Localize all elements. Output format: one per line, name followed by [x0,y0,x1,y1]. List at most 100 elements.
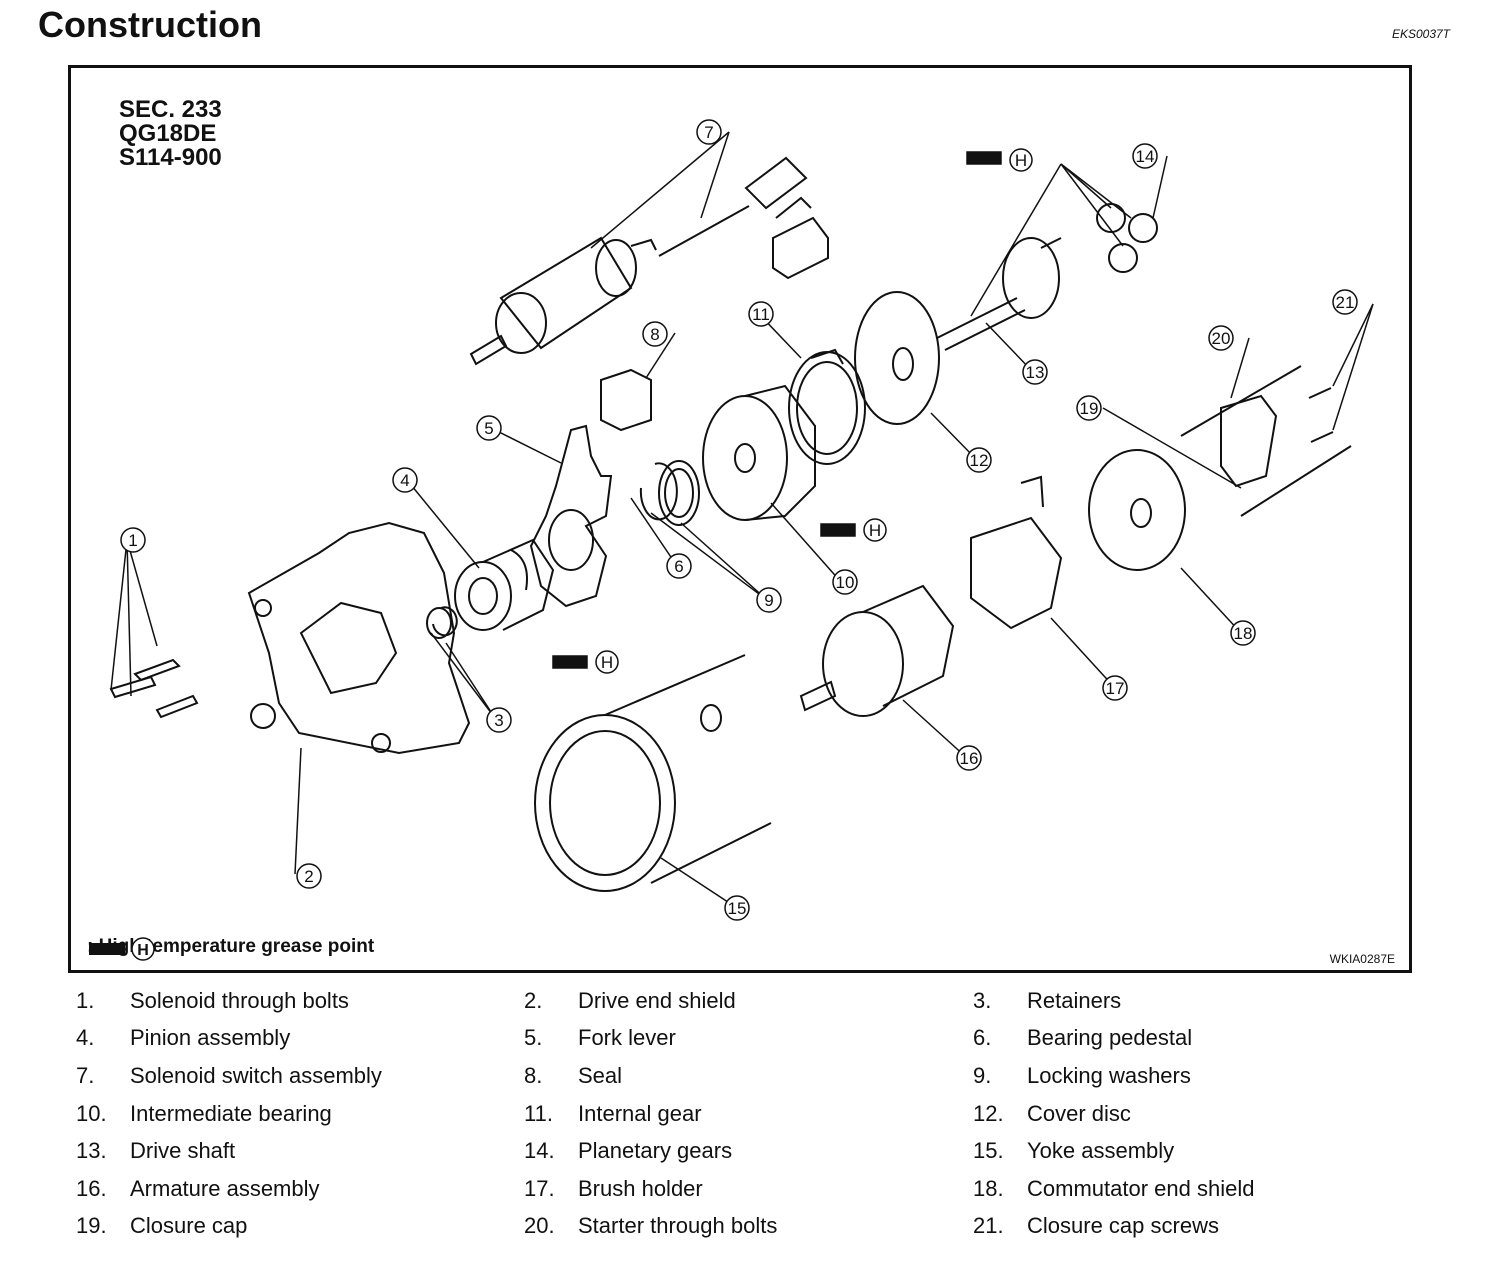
part-number: 5. [524,1025,543,1051]
part-name: Pinion assembly [130,1025,291,1051]
part-name: Internal gear [578,1100,702,1126]
brush-holder-drawing [970,475,1063,630]
callout-10: 10 [832,569,858,595]
svg-text:10: 10 [836,573,855,592]
part-number: 7. [76,1062,95,1088]
svg-text:H: H [137,942,149,959]
svg-text:9: 9 [764,591,773,610]
part-name: Solenoid switch assembly [130,1062,382,1088]
svg-text:H: H [601,653,613,672]
svg-text:11: 11 [752,305,770,324]
figure-code: WKIA0287E [1329,952,1395,966]
part-name: Closure cap screws [1027,1213,1219,1239]
part-name: Starter through bolts [578,1213,778,1239]
callout-7: 7 [696,119,722,145]
svg-text:19: 19 [1080,399,1099,418]
part-name: Fork lever [578,1025,676,1051]
part-item: 21. Closure cap screws [973,1208,1423,1246]
internal-gear-drawing [788,348,866,465]
svg-text:12: 12 [970,451,989,470]
svg-text:14: 14 [1136,147,1155,166]
engine-line: QG18DE [119,120,217,147]
callout-16: 16 [956,745,982,771]
grease-symbol-drive-shaft: H [966,148,1033,172]
leader-lines [110,131,1374,909]
part-number: 20. [524,1213,555,1239]
part-name: Planetary gears [578,1138,733,1164]
callout-8: 8 [642,321,668,347]
parts-list: 1.Solenoid through bolts 2.Drive end shi… [76,982,1476,1245]
part-number: 14. [524,1138,555,1164]
grease-point-symbols: H H H [552,148,1033,674]
part-item: 7. Solenoid switch assembly [76,1057,524,1095]
part-number: 15. [973,1138,1004,1164]
callout-11: 11 [748,301,774,327]
svg-text:16: 16 [960,749,979,768]
cover-disc-drawing [854,291,940,425]
document-code: EKS0037T [1391,27,1450,41]
closure-cap-screws-drawing [1308,387,1334,443]
svg-text:8: 8 [650,325,659,344]
callout-17: 17 [1102,675,1128,701]
part-item: 11. Internal gear [524,1095,973,1133]
armature-assembly-drawing [799,584,955,717]
closure-cap-drawing [1220,394,1278,488]
part-name: Seal [578,1062,623,1088]
part-name: Locking washers [1027,1062,1191,1088]
seal-drawing [600,368,652,432]
part-item: 8.Seal [524,1057,973,1095]
part-name: Drive shaft [130,1138,236,1164]
part-number: 16. [76,1175,107,1201]
grease-symbol-pinion: H [552,650,619,674]
starter-motor-exploded-diagram: H H H 1 2 3 4 5 6 7 8 9 10 11 [109,119,1374,921]
part-name: Solenoid through bolts [130,987,349,1013]
svg-text:6: 6 [674,557,683,576]
starter-through-bolts-drawing [1180,365,1352,517]
part-number: 10. [76,1100,107,1126]
part-item: 19.Closure cap [76,1208,524,1246]
callout-15: 15 [724,895,750,921]
svg-text:2: 2 [304,867,313,886]
svg-text:H: H [1015,151,1027,170]
part-number: 13. [76,1138,107,1164]
callout-4: 4 [392,467,418,493]
part-name: Intermediate bearing [130,1100,332,1126]
part-item: 13. Drive shaft [76,1132,524,1170]
section-reference: SEC. 233 QG18DE S114-900 [119,98,222,170]
svg-text:7: 7 [704,123,713,142]
section-line: SEC. 233 [119,96,222,123]
part-name: Bearing pedestal [1027,1025,1193,1051]
part-item: 18.Commutator end shield [973,1170,1423,1208]
callouts: 1 2 3 4 5 6 7 8 9 10 11 12 13 14 15 16 1… [120,119,1358,921]
part-item: 12.Cover disc [973,1095,1423,1133]
part-item: 2.Drive end shield [524,982,973,1020]
part-item: 6. Bearing pedestal [973,1020,1423,1058]
callout-20: 20 [1208,325,1234,351]
pinion-assembly-drawing [454,538,555,631]
part-item: 4.Pinion assembly [76,1020,524,1058]
svg-text:20: 20 [1212,329,1231,348]
part-number: 2. [524,987,543,1013]
part-item: 3.Retainers [973,982,1423,1020]
part-number: 21. [973,1213,1004,1239]
part-item: 14. Planetary gears [524,1132,973,1170]
part-number: 6. [973,1025,992,1051]
svg-text:17: 17 [1106,679,1125,698]
part-item: 20. Starter through bolts [524,1208,973,1246]
svg-text:1: 1 [128,531,137,550]
svg-text:H: H [869,521,881,540]
callout-3: 3 [486,707,512,733]
callout-6: 6 [666,553,692,579]
part-name: Brush holder [578,1175,703,1201]
drive-end-shield-drawing [247,521,471,755]
bracket-drawing [772,216,829,280]
callout-12: 12 [966,447,992,473]
retainers-drawing [426,606,458,639]
part-item: 17. Brush holder [524,1170,973,1208]
part-number: 17. [524,1175,555,1201]
callout-21: 21 [1332,289,1358,315]
part-number: 11. [524,1100,553,1126]
callout-14: 14 [1132,143,1158,169]
part-number: 19. [76,1213,107,1239]
part-item: 15.Yoke assembly [973,1132,1423,1170]
